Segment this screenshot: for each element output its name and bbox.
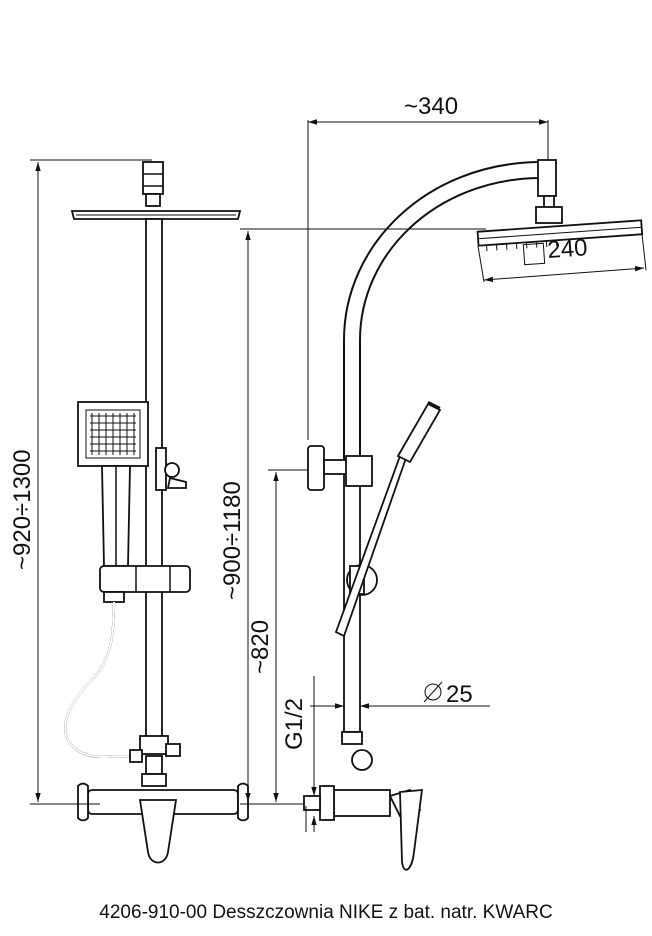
front-mixer-lever — [138, 799, 178, 864]
side-mixer-lever — [399, 789, 424, 871]
front-hand-shower-nozzles — [90, 413, 136, 455]
side-wall-bracket — [307, 445, 325, 491]
front-top-connector — [142, 161, 164, 195]
dim-arm-length: ~340 — [404, 93, 458, 120]
front-hose — [64, 601, 133, 759]
dim-head-size: 240 — [547, 234, 589, 264]
side-shower-head — [476, 219, 644, 252]
dim-thread: G1/2 — [281, 698, 308, 750]
diameter-symbol — [424, 683, 442, 701]
dimension-lines — [30, 119, 647, 832]
side-head-joint — [535, 206, 563, 224]
dim-head-height: ~900÷1180 — [219, 481, 246, 600]
drawing-caption: 4206-910-00 Desszczownia NIKE z bat. nat… — [99, 902, 553, 923]
front-view — [64, 161, 249, 864]
dim-total-height: ~920÷1300 — [9, 449, 36, 570]
side-curved-arm — [343, 161, 539, 462]
dim-pipe-diameter: 25 — [446, 681, 473, 708]
dim-holder-height: ~820 — [247, 620, 274, 674]
front-diverter — [139, 735, 169, 755]
side-mixer-body — [333, 789, 391, 817]
side-view — [303, 159, 644, 871]
front-slider-clamp — [99, 565, 191, 593]
